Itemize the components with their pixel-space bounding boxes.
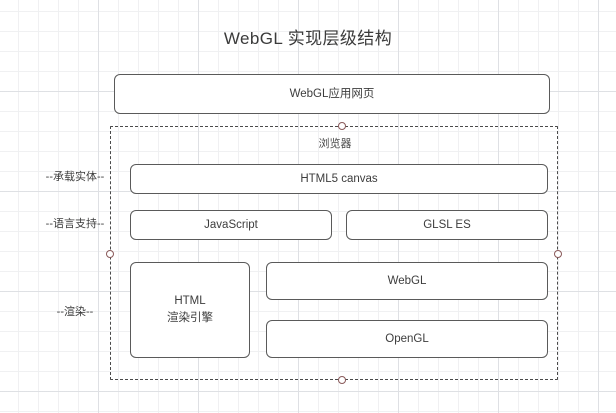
resize-handle-right[interactable] (554, 250, 562, 258)
side-label-rendering: --渲染-- (56, 306, 94, 318)
node-opengl[interactable]: OpenGL (266, 320, 548, 358)
node-webgl[interactable]: WebGL (266, 262, 548, 300)
page-title: WebGL 实现层级结构 (223, 29, 393, 48)
node-webgl-application-page[interactable]: WebGL应用网页 (114, 74, 550, 114)
node-html-render-engine[interactable]: HTML 渲染引擎 (130, 262, 250, 358)
resize-handle-left[interactable] (106, 250, 114, 258)
node-javascript[interactable]: JavaScript (130, 210, 332, 240)
side-label-carrier-entity: --承载实体-- (45, 171, 105, 183)
browser-container-label: 浏览器 (318, 138, 352, 150)
side-label-language-support: --语言支持-- (45, 218, 105, 230)
node-glsl-es[interactable]: GLSL ES (346, 210, 548, 240)
node-html5-canvas[interactable]: HTML5 canvas (130, 164, 548, 194)
resize-handle-bottom[interactable] (338, 376, 346, 384)
resize-handle-top[interactable] (338, 122, 346, 130)
